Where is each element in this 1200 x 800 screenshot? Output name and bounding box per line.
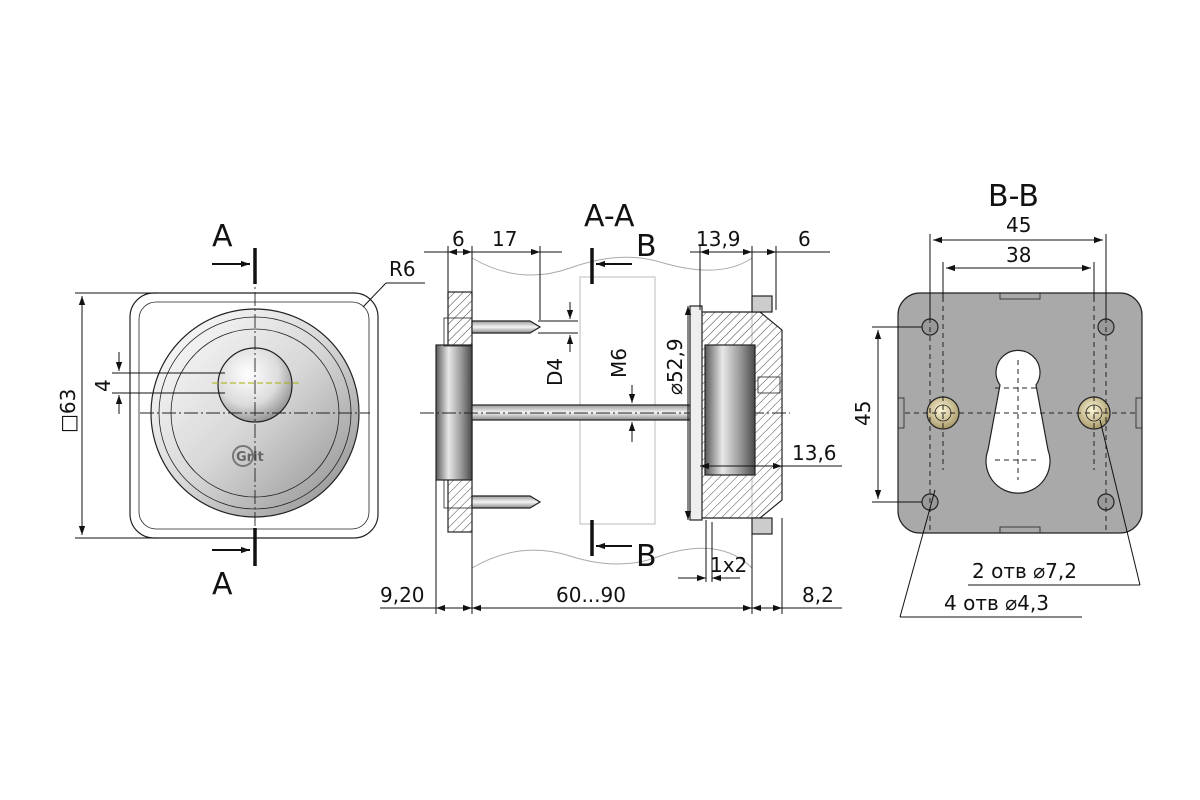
pin-dia-label: D4 [543, 358, 567, 386]
right-lip-top [751, 295, 773, 313]
section-mark-top-label: A [212, 219, 233, 254]
thread-label: M6 [607, 348, 631, 378]
height-label: 45 [851, 401, 875, 426]
left-cylinder [435, 344, 473, 481]
bottom-dim-9-20: 9,20 [380, 583, 425, 607]
callout-large-leader [1099, 419, 1141, 586]
door-break-outline [471, 256, 753, 276]
flange-dia-label: ⌀52,9 [663, 338, 687, 395]
bottom-dim-60-90: 60...90 [556, 583, 626, 607]
hole-offset-label: 4 [91, 379, 115, 392]
section-view: A-A B B [380, 199, 842, 614]
top-dim-6-left: 6 [452, 227, 465, 251]
threaded-rod [471, 404, 698, 421]
pin-top [471, 320, 542, 334]
cut-mark-top-label: B [636, 229, 657, 264]
holes-small-label: 4 отв ⌀4,3 [944, 591, 1049, 615]
holes-large-label: 2 отв ⌀7,2 [972, 559, 1077, 583]
back-view: B-B 45 38 [851, 179, 1143, 618]
bottom-dim-8-2: 8,2 [802, 583, 834, 607]
right-set-screw [757, 376, 781, 394]
logo-text: Grit [236, 450, 264, 465]
pin-bottom [471, 495, 542, 509]
door-break-outline-bottom [471, 547, 753, 569]
right-flange [689, 305, 703, 521]
logo: Grit [232, 445, 264, 467]
radius-label: R6 [389, 257, 416, 281]
width-outer-label: 45 [1006, 213, 1031, 237]
chamfer-label: 1x2 [710, 553, 747, 577]
width-inner-label: 38 [1006, 243, 1031, 267]
keyhole-cutout [985, 349, 1051, 494]
left-boss-bottom [443, 479, 473, 509]
section-window [579, 276, 656, 525]
section-view-title: A-A [584, 199, 635, 234]
back-slot-top [999, 292, 1041, 300]
square-size-label: □63 [56, 389, 80, 433]
back-view-title: B-B [988, 179, 1039, 214]
section-mark-bottom-label: A [212, 567, 233, 602]
right-lip-bottom [751, 517, 773, 535]
radius-leader [362, 282, 387, 308]
cut-mark-bottom-label: B [636, 539, 657, 574]
top-dim-6-right: 6 [798, 227, 811, 251]
top-dim-13-9: 13,9 [696, 227, 741, 251]
callout-small-leader [899, 489, 936, 618]
top-dim-17: 17 [492, 227, 517, 251]
back-slot-left [897, 397, 905, 429]
inner-dim-label: 13,6 [792, 441, 837, 465]
back-slot-bottom [999, 526, 1041, 534]
right-inner-body [704, 344, 756, 476]
back-slot-right [1135, 397, 1143, 429]
front-view: Grit A A R6 □63 4 [56, 219, 425, 602]
